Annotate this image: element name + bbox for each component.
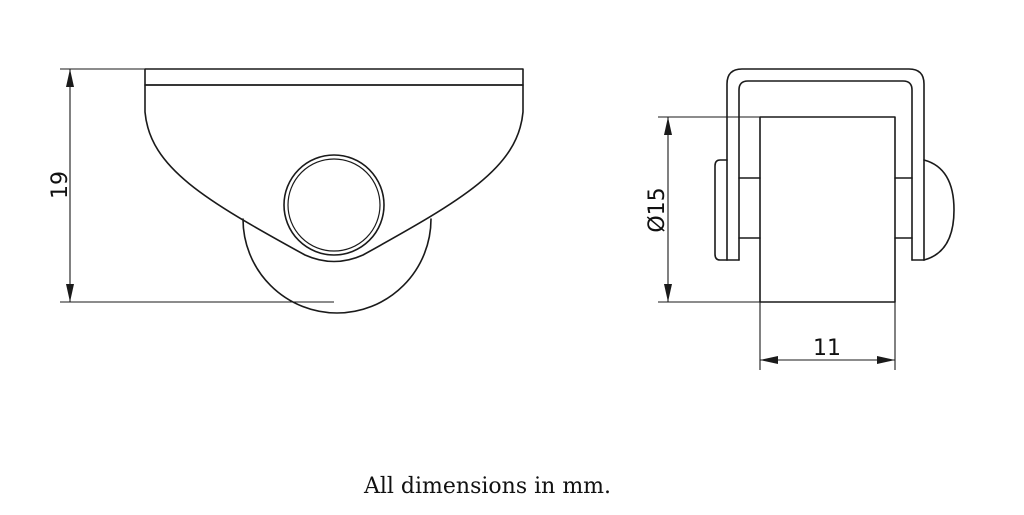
- arrow-bottom: [66, 284, 74, 302]
- side-view: [144, 68, 524, 314]
- dimension-width: 11: [759, 302, 896, 370]
- bracket-inner: [738, 80, 913, 261]
- units-note: All dimensions in mm.: [363, 474, 612, 499]
- dimension-diameter: Ø15: [645, 116, 760, 303]
- right-axle-head: [923, 159, 955, 261]
- left-axle-cap: [714, 159, 728, 261]
- arrow-top: [66, 69, 74, 87]
- diameter-label: Ø15: [645, 187, 670, 232]
- wheel-tread: [759, 116, 896, 303]
- front-view: [714, 68, 955, 303]
- dimension-height: 19: [48, 68, 334, 303]
- wheel-outline: [242, 218, 432, 314]
- mounting-plate: [144, 68, 524, 86]
- height-label: 19: [48, 171, 73, 199]
- axle-hub-inner: [287, 158, 381, 252]
- left-axle-stub: [738, 177, 761, 239]
- axle-hub-outer: [283, 154, 385, 256]
- bracket-outer: [726, 68, 925, 261]
- housing-body: [144, 84, 524, 263]
- width-label: 11: [813, 336, 841, 361]
- right-axle-stub: [894, 177, 913, 239]
